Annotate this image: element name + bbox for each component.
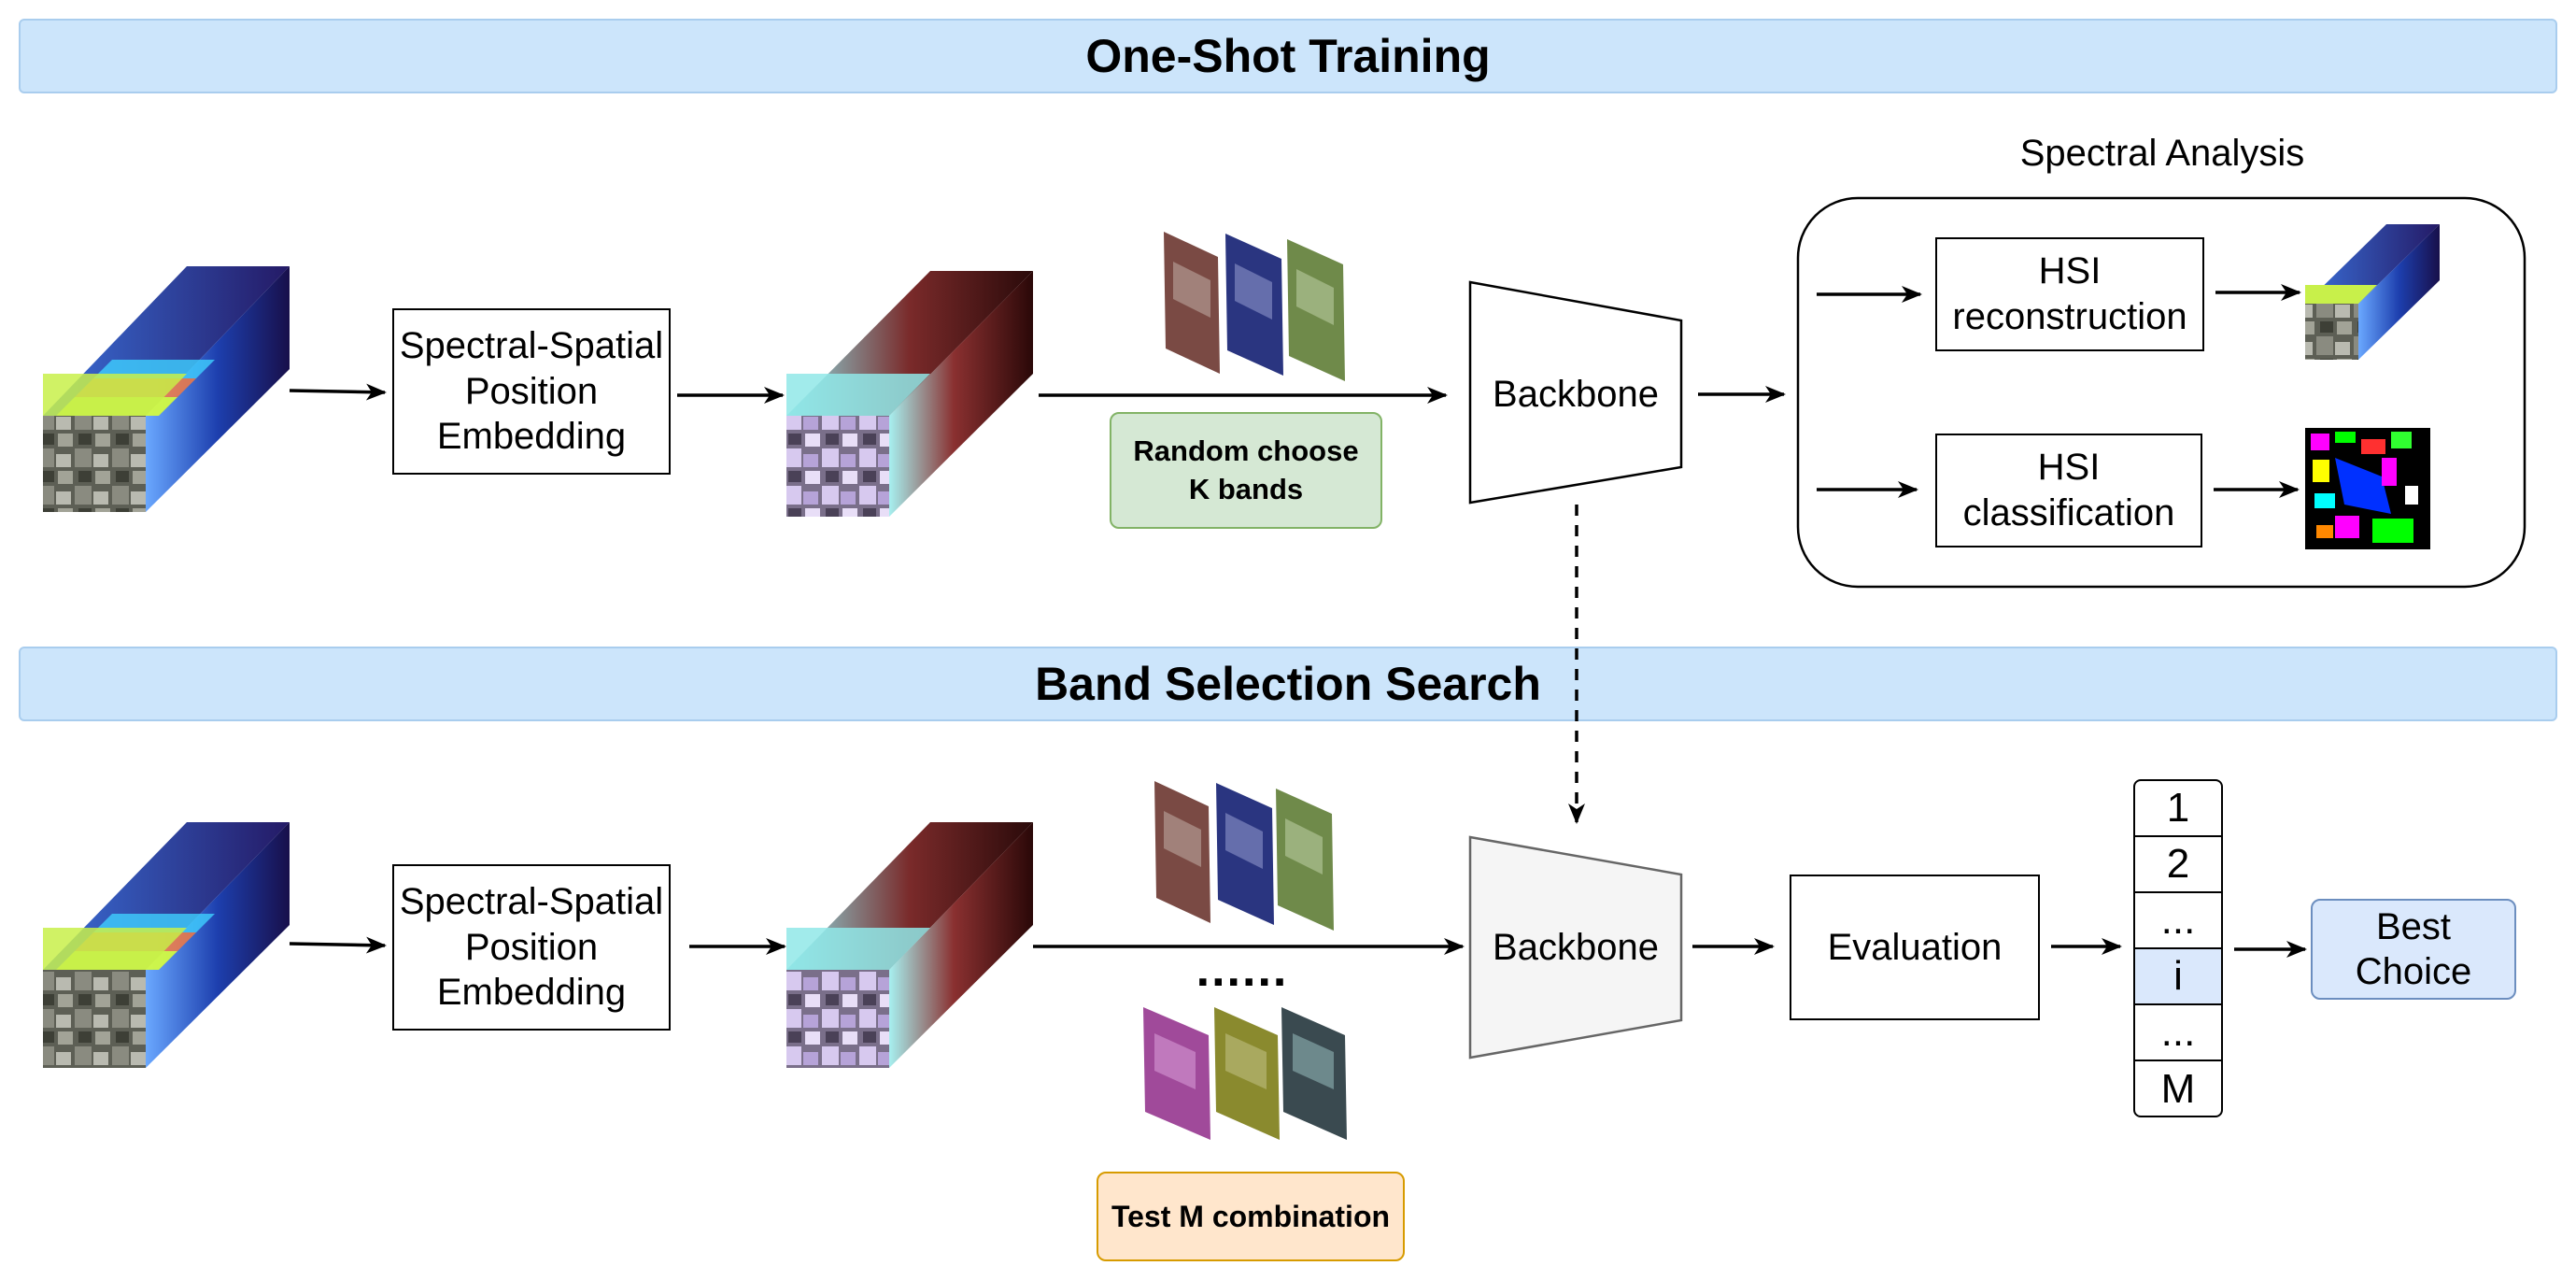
- best-choice-label: Best Choice: [2355, 906, 2472, 992]
- candidate-item: ...: [2135, 1005, 2221, 1061]
- spectral-analysis-container: [1796, 196, 2526, 589]
- best-choice-box: Best Choice: [2311, 899, 2516, 1000]
- candidate-item: 2: [2135, 837, 2221, 893]
- hsi-reconstruction-label: HSI reconstruction: [1952, 250, 2187, 337]
- hsi-reconstruction-box: HSI reconstruction: [1935, 237, 2204, 351]
- one-shot-training-title: One-Shot Training: [1085, 30, 1491, 82]
- hsi-cube-icon-search-input: [43, 822, 290, 1068]
- random-choose-box: Random choose K bands: [1110, 412, 1382, 529]
- random-choose-label: Random choose K bands: [1133, 434, 1359, 505]
- candidate-item: 1: [2135, 781, 2221, 837]
- backbone-search-shape: [1468, 835, 1683, 1060]
- band-combination-ellipsis: ......: [1196, 943, 1289, 997]
- band-slice-icon-group-search-upper: [1154, 781, 1334, 931]
- band-selection-search-banner: Band Selection Search: [19, 647, 2557, 721]
- backbone-training-label: Backbone: [1493, 374, 1659, 415]
- hsi-cube-icon-training-input: [43, 266, 290, 512]
- band-selection-search-title: Band Selection Search: [1035, 658, 1541, 710]
- hsi-cube-icon-search-embedded: [786, 822, 1033, 1068]
- one-shot-training-banner: One-Shot Training: [19, 19, 2557, 93]
- candidate-item: M: [2160, 1066, 2196, 1112]
- evaluation-box: Evaluation: [1790, 875, 2040, 1020]
- classification-map-icon: [2305, 428, 2430, 549]
- hsi-classification-box: HSI classification: [1935, 434, 2202, 548]
- hsi-classification-label: HSI classification: [1962, 447, 2175, 533]
- embedding-box-training: Spectral-Spatial Position Embedding: [392, 308, 671, 475]
- hsi-cube-icon-training-embedded: [786, 271, 1033, 517]
- evaluation-label: Evaluation: [1827, 926, 2003, 968]
- band-slice-icon-group-search-lower: [1143, 1007, 1347, 1140]
- hsi-cube-icon-reconstruction: [2305, 224, 2440, 360]
- embedding-box-search: Spectral-Spatial Position Embedding: [392, 864, 671, 1031]
- test-combination-label: Test M combination: [1111, 1199, 1391, 1233]
- band-slice-icon-group-training: [1164, 232, 1345, 381]
- backbone-training-shape: [1468, 280, 1683, 505]
- spectral-analysis-title: Spectral Analysis: [2019, 133, 2305, 174]
- backbone-search-label: Backbone: [1493, 927, 1659, 968]
- candidate-item: ...: [2135, 893, 2221, 949]
- test-combination-box: Test M combination: [1097, 1172, 1405, 1261]
- embedding-label-search: Spectral-Spatial Position Embedding: [399, 880, 664, 1014]
- embedding-label-training: Spectral-Spatial Position Embedding: [399, 324, 664, 458]
- candidate-item: i: [2135, 949, 2221, 1005]
